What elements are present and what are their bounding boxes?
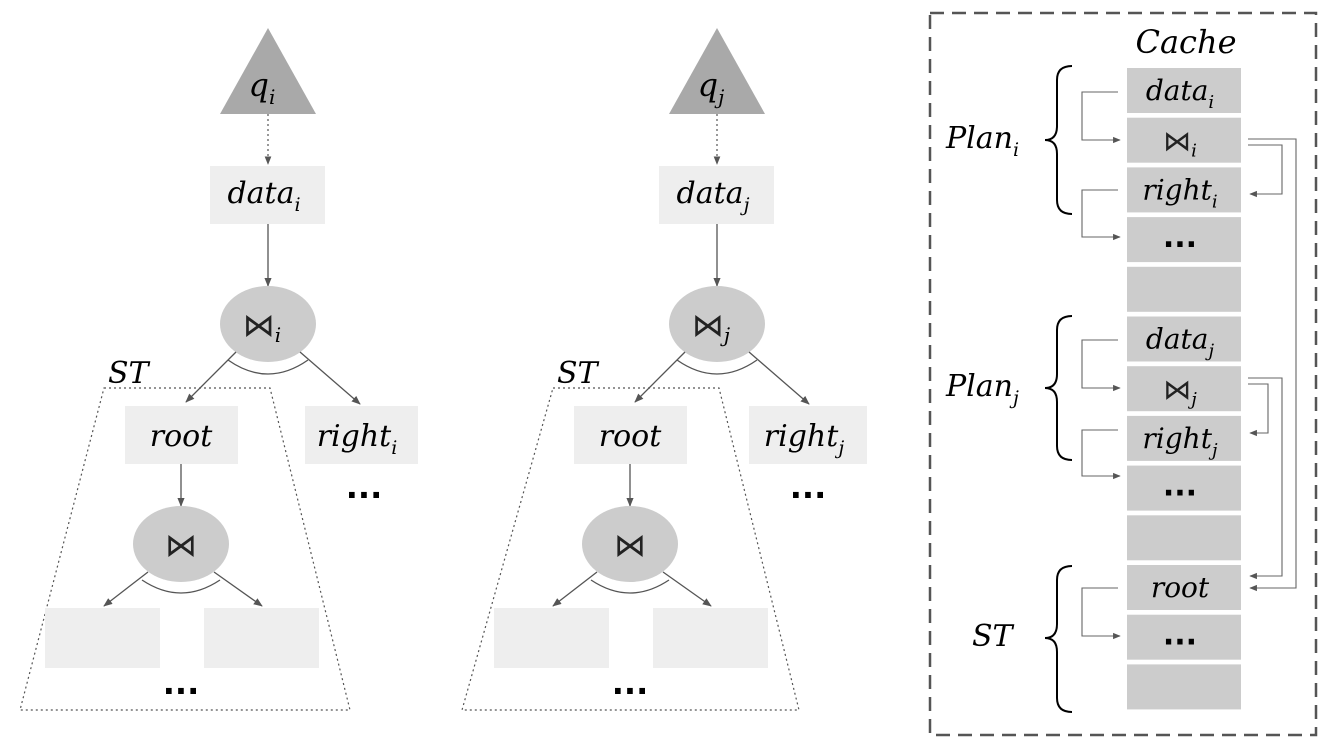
cache-frame [928,11,1318,737]
cache-cell-label: righti [1142,173,1217,212]
brace-st [1044,565,1073,713]
inner-join-symbol-i: ⋈ [165,526,197,564]
subtree-boundary-i [19,387,351,711]
cache-cell-dots: ... [1163,220,1197,255]
cache-panel: Cache datai ⋈i righti... dataj ⋈j rightj... ro… [928,11,1318,737]
cache-cell-dots: ... [1163,469,1197,504]
right-dots-j: ... [790,468,826,506]
cache-left-connectors [1081,91,1121,640]
tree-j: qj dataj ⋈j ST root rightj ... ⋈ [461,28,867,711]
leaf-box-right-j [653,608,768,668]
data-label-j: dataj [677,176,750,216]
bottom-dots-j: ... [612,664,648,702]
cache-cell [1127,117,1241,163]
root-label-j: root [599,419,662,454]
data-label-i: datai [227,176,300,216]
query-node-i [220,28,316,114]
leaf-box-left-j [494,608,609,668]
subtree-label-i: ST [108,356,151,391]
cache-cell-label: datai [1146,74,1214,113]
right-box-i [305,406,418,464]
right-box-j [749,406,867,464]
right-label-j: rightj [764,419,845,459]
cache-cell [1127,366,1241,412]
join-node-j [669,286,765,362]
root-label-i: root [150,419,213,454]
data-box-i [210,166,325,224]
query-label-i: qi [249,66,276,109]
right-dots-i: ... [346,468,382,506]
join-symbol-i: ⋈i [243,306,281,347]
cache-cell [1127,266,1241,312]
query-label-j: qj [698,66,725,109]
cache-title: Cache [1135,23,1236,61]
leaf-box-right-i [204,608,319,668]
cache-cell [1127,167,1241,213]
cache-cell [1127,565,1241,610]
subtree-label-j: ST [557,356,600,391]
cache-cell-dots: ... [1163,618,1197,653]
cache-cell-label: rightj [1142,422,1218,461]
join-node-i [220,286,316,362]
query-node-j [669,28,765,114]
group-label-plan-i: Plani [945,121,1019,161]
cache-cell-label: dataj [1146,323,1215,362]
cache-cell-join: ⋈j [1163,373,1197,410]
inner-join-node-j [582,506,678,582]
cache-cell [1127,515,1241,561]
inner-join-symbol-j: ⋈ [614,526,646,564]
right-label-i: righti [317,419,398,459]
leaf-box-left-i [45,608,160,668]
cache-cell [1127,415,1241,461]
root-box-i [125,406,238,464]
tree-i: qi datai ⋈i ST root righti ... ⋈ [19,28,418,711]
group-label-plan-j: Planj [945,369,1019,409]
cache-cell [1127,316,1241,362]
group-label-st: ST [972,619,1015,654]
cache-cell [1127,465,1241,511]
cache-cell [1127,217,1241,263]
root-box-j [574,406,687,464]
cache-right-connectors [1248,138,1297,592]
brace-plan-j [1044,315,1073,461]
bottom-dots-i: ... [163,664,199,702]
inner-join-node-i [133,506,229,582]
cache-cells: datai ⋈i righti... dataj ⋈j rightj... root... [1127,68,1241,710]
subtree-boundary-j [461,387,800,711]
cache-cell-join: ⋈i [1163,125,1197,162]
data-box-j [659,166,774,224]
cache-cell-label: root [1151,571,1210,604]
brace-plan-i [1044,65,1073,215]
cache-cell [1127,68,1241,113]
cache-cell [1127,664,1241,710]
join-symbol-j: ⋈j [692,306,730,347]
cache-cell [1127,614,1241,660]
